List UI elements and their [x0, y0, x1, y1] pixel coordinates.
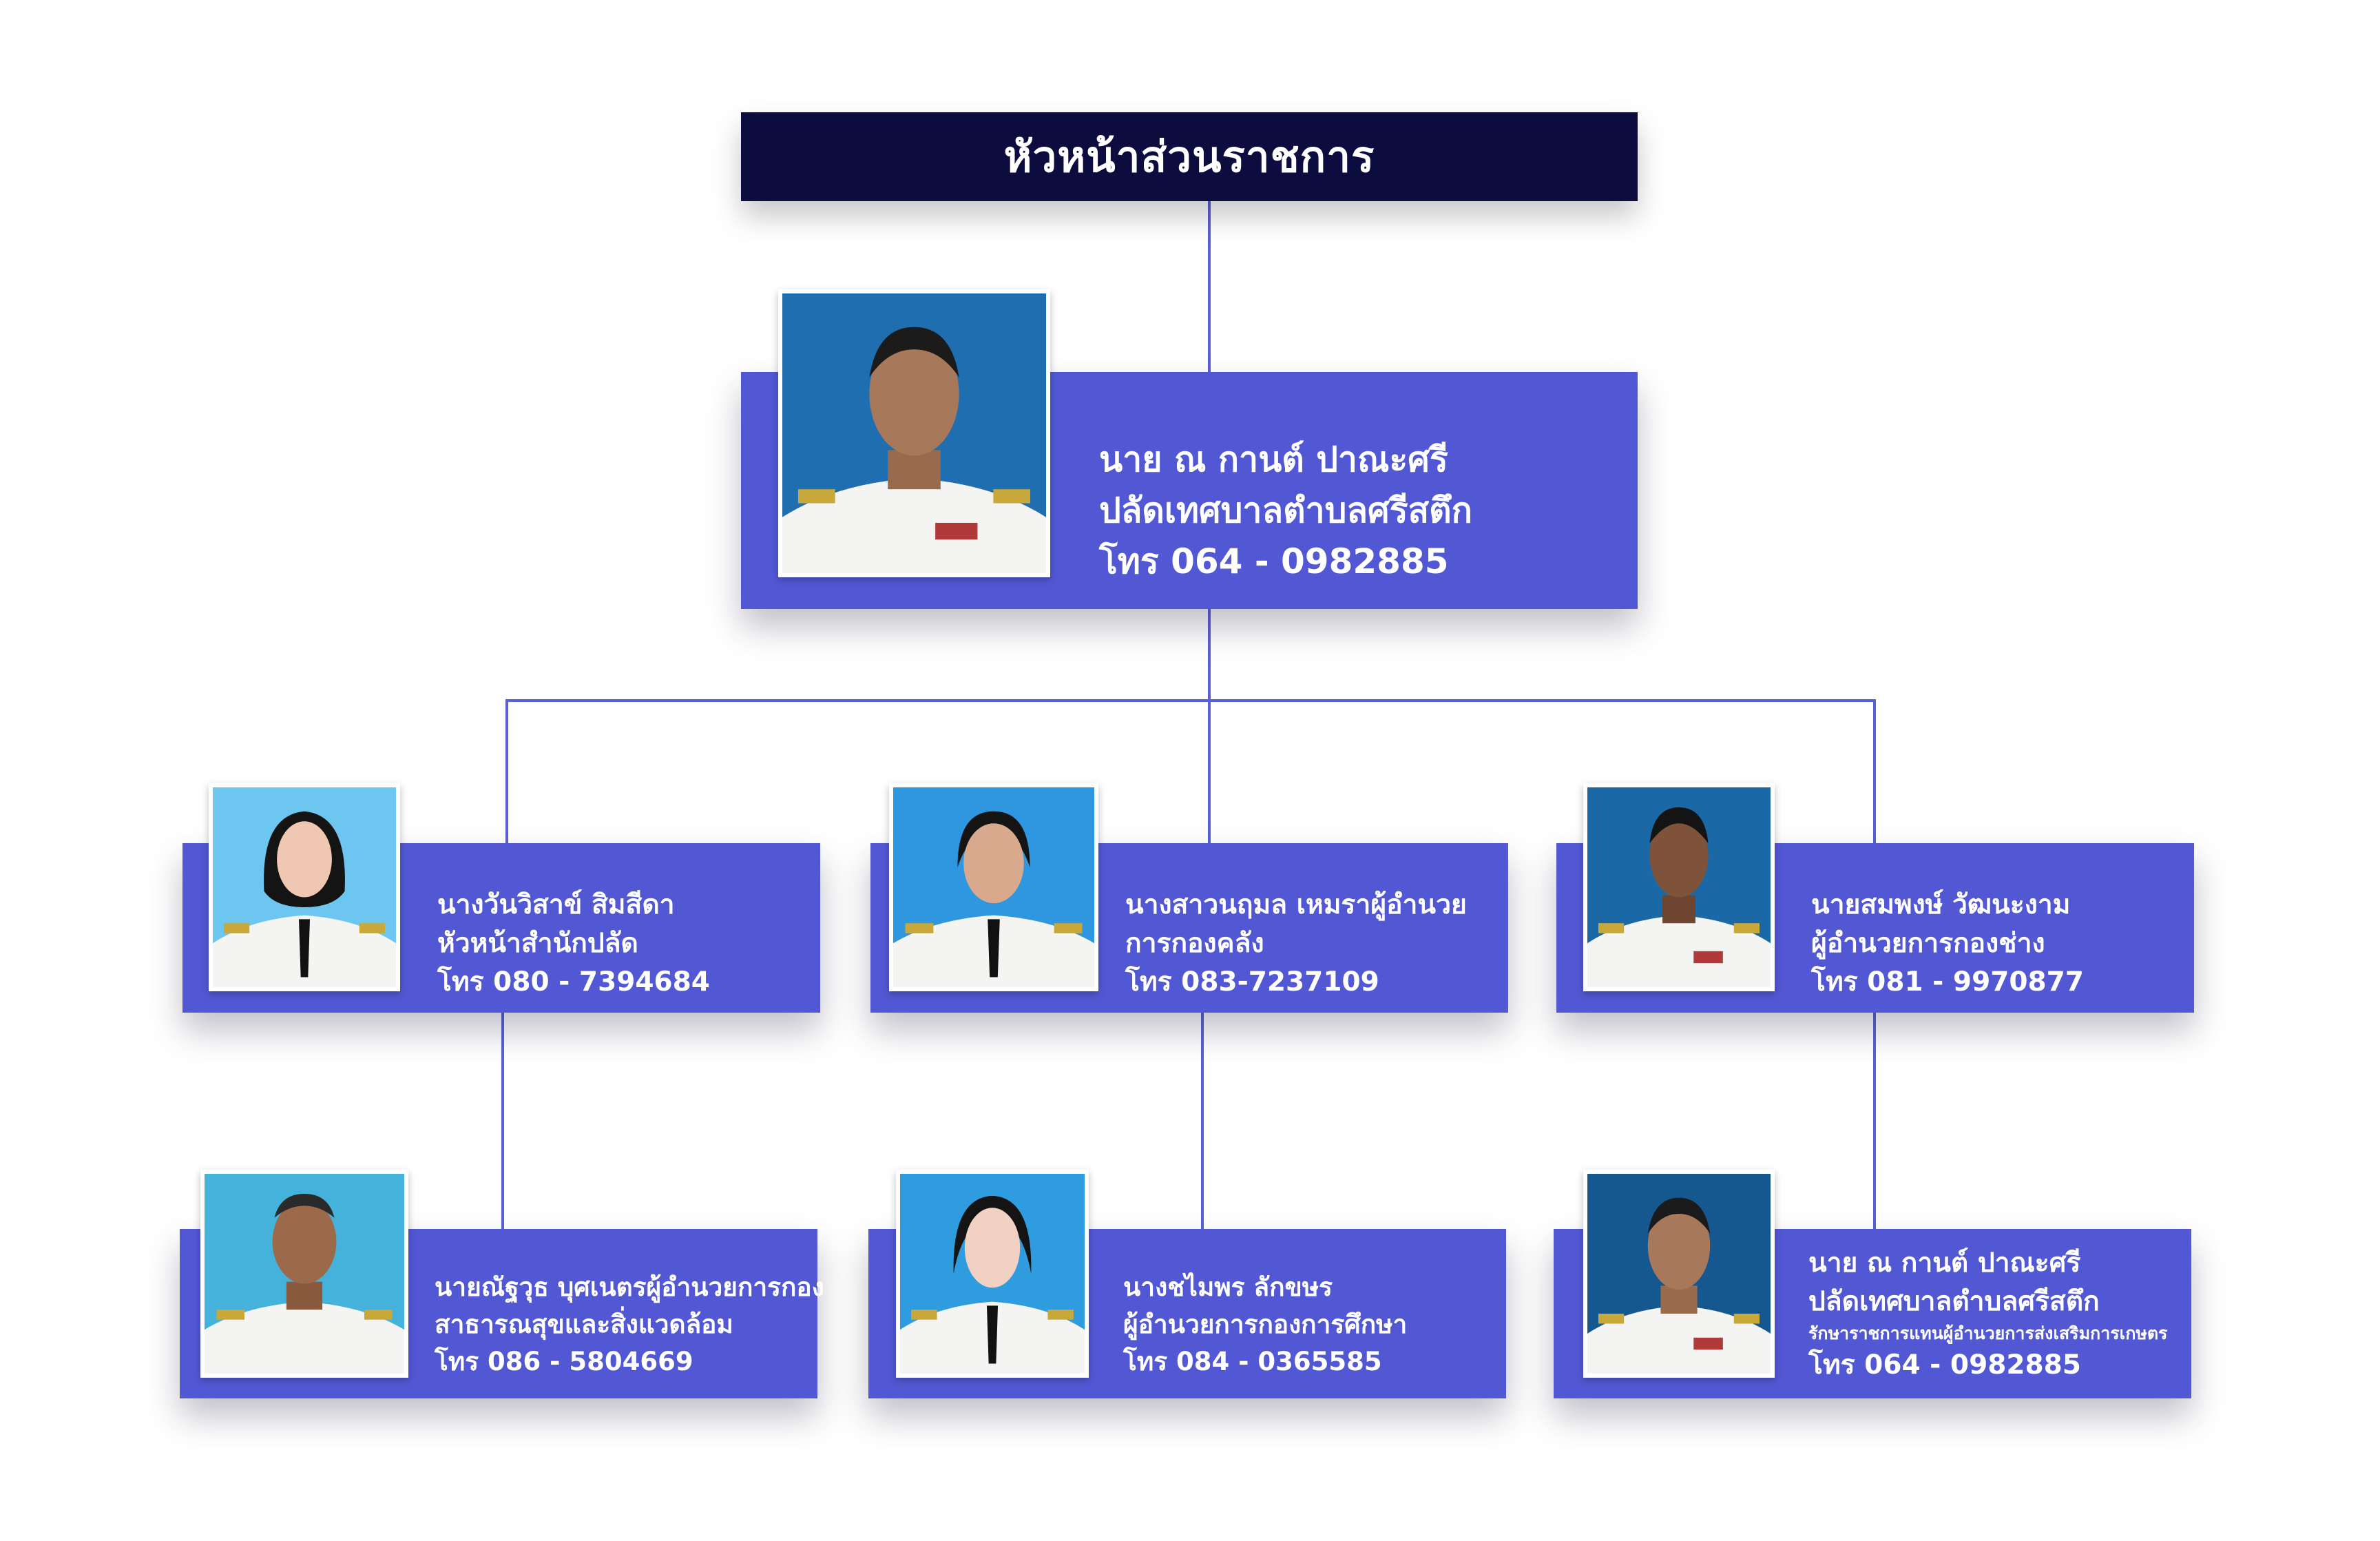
person-name: นายณัฐวุธ บุศเนตรผู้อำนวยการกอง	[435, 1272, 824, 1302]
card-text: นายณัฐวุธ บุศเนตรผู้อำนวยการกอง สาธารณสุ…	[435, 1269, 824, 1380]
person-name: นางวันวิสาข์ สิมสีดา	[437, 889, 675, 920]
portrait-illustration	[900, 1174, 1085, 1374]
person-position: การกองคลัง	[1125, 928, 1264, 959]
portrait-photo-head-of-office	[209, 783, 400, 991]
portrait-illustration	[205, 1174, 404, 1374]
person-name: นางชไมพร ลักขษร	[1123, 1272, 1333, 1302]
person-phone: โทร 064 - 0982885	[1099, 541, 1449, 581]
person-phone: โทร 064 - 0982885	[1808, 1349, 2081, 1380]
connector-right-to-bottom	[1873, 1013, 1876, 1230]
person-name: นาย ณ กานต์ ปาณะศรี	[1099, 439, 1448, 479]
portrait-photo-engineering-director	[1583, 783, 1775, 991]
person-position: ปลัดเทศบาลตำบลศรีสตึก	[1099, 490, 1472, 530]
connector-left-to-bottom	[501, 1013, 504, 1230]
connector-top-to-bus	[1208, 609, 1211, 845]
portrait-photo-acting-agriculture	[1583, 1170, 1775, 1378]
connector-bus-to-right	[1873, 699, 1876, 845]
person-phone: โทร 083-7237109	[1125, 966, 1379, 997]
person-phone: โทร 081 - 9970877	[1811, 966, 2084, 997]
person-name: นางสาวนฤมล เหมราผู้อำนวย	[1125, 889, 1467, 920]
portrait-illustration	[782, 293, 1046, 573]
person-phone: โทร 084 - 0365585	[1123, 1347, 1382, 1376]
portrait-illustration	[213, 787, 396, 987]
connector-center-to-bottom	[1201, 1013, 1204, 1230]
portrait-illustration	[893, 787, 1094, 987]
person-phone: โทร 080 - 7394684	[437, 966, 710, 997]
person-name: นายสมพงษ์ วัฒนะงาม	[1811, 889, 2071, 920]
card-text: นางวันวิสาข์ สิมสีดา หัวหน้าสำนักปลัด โท…	[437, 886, 710, 1002]
portrait-photo-chief	[778, 289, 1050, 577]
portrait-photo-finance-director	[889, 783, 1098, 991]
person-position: สาธารณสุขและสิ่งแวดล้อม	[435, 1310, 733, 1339]
portrait-illustration	[1587, 787, 1771, 987]
connector-title-to-top	[1208, 201, 1211, 373]
person-position: ผู้อำนวยการกองช่าง	[1811, 928, 2045, 959]
page-title: หัวหน้าส่วนราชการ	[741, 112, 1638, 201]
person-phone: โทร 086 - 5804669	[435, 1347, 693, 1376]
portrait-illustration	[1587, 1174, 1771, 1374]
person-position: หัวหน้าสำนักปลัด	[437, 928, 638, 959]
portrait-photo-education-director	[896, 1170, 1089, 1378]
card-text: นางสาวนฤมล เหมราผู้อำนวย การกองคลัง โทร …	[1125, 886, 1467, 1002]
portrait-photo-public-health-director	[200, 1170, 408, 1378]
connector-bus-to-left	[505, 699, 508, 845]
card-text: นายสมพงษ์ วัฒนะงาม ผู้อำนวยการกองช่าง โท…	[1811, 886, 2084, 1002]
connector-horizontal-bus	[507, 699, 1876, 702]
card-text: นาย ณ กานต์ ปาณะศรี ปลัดเทศบาลตำบลศรีสตึ…	[1808, 1244, 2167, 1385]
card-text: นาย ณ กานต์ ปาณะศรี ปลัดเทศบาลตำบลศรีสตึ…	[1099, 434, 1472, 587]
card-text: นางชไมพร ลักขษร ผู้อำนวยการกองการศึกษา โ…	[1123, 1269, 1407, 1380]
person-acting-role: รักษาราชการแทนผู้อำนวยการส่งเสริมการเกษต…	[1808, 1323, 2168, 1343]
person-name: นาย ณ กานต์ ปาณะศรี	[1808, 1248, 2081, 1279]
person-position: ปลัดเทศบาลตำบลศรีสตึก	[1808, 1286, 2100, 1317]
person-position: ผู้อำนวยการกองการศึกษา	[1123, 1310, 1408, 1339]
